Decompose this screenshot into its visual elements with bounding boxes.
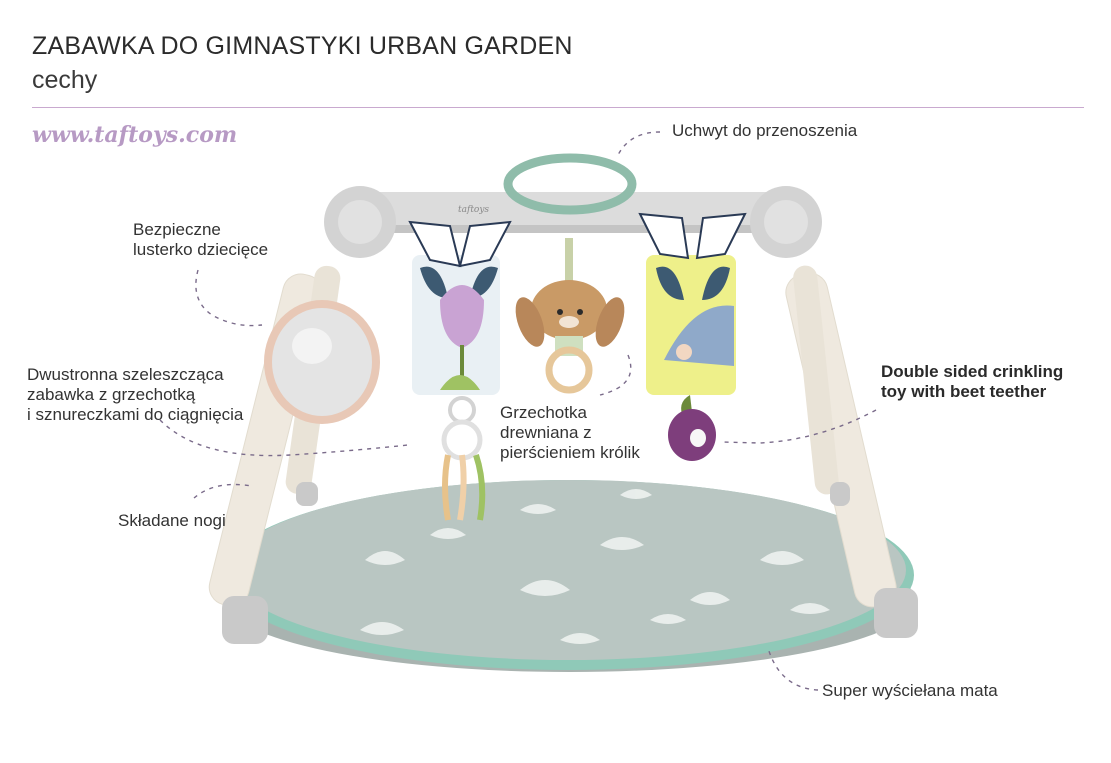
page-title: ZABAWKA DO GIMNASTYKI URBAN GARDEN <box>32 32 573 60</box>
callout-rattle-line3: pierścieniem królik <box>500 443 640 462</box>
beet-callout-line <box>721 409 877 444</box>
callout-beet-line1: Double sided crinkling <box>881 362 1064 381</box>
baby-mirror <box>264 300 380 424</box>
legs-callout-line <box>193 483 253 499</box>
callout-lines <box>159 131 877 691</box>
crinkle-callout-line <box>159 419 409 457</box>
mirror-callout-line <box>195 269 263 327</box>
callout-rattle: Grzechotka drewniana z pierścieniem król… <box>500 403 640 463</box>
callout-legs: Składane nogi <box>118 511 226 530</box>
crinkle-toy-beet <box>638 212 747 461</box>
callout-crinkle-toy: Dwustronna szeleszcząca zabawka z grzech… <box>27 365 243 425</box>
play-mat <box>222 480 915 672</box>
handle-callout-line <box>617 131 661 156</box>
crinkle-toy-tulip <box>408 220 512 521</box>
callout-mat: Super wyściełana mata <box>822 681 998 700</box>
callout-mirror-line2: lusterko dziecięce <box>133 240 269 259</box>
header-divider <box>32 107 1084 108</box>
website-url: www.taftoys.com <box>32 122 238 148</box>
callout-mirror-line1: Bezpieczne <box>133 220 221 239</box>
callout-handle: Uchwyt do przenoszenia <box>672 121 858 140</box>
right-legs <box>785 265 918 638</box>
rattle-callout-line <box>599 354 632 396</box>
callout-rattle-line2: drewniana z <box>500 423 592 442</box>
callout-crinkle-line1: Dwustronna szeleszcząca <box>27 365 224 384</box>
callout-crinkle-line3: i sznureczkami do ciągnięcia <box>27 405 244 424</box>
carry-handle <box>503 153 637 215</box>
callout-beet-line2: toy with beet teether <box>881 382 1047 401</box>
page-subtitle: cechy <box>32 66 98 94</box>
callout-crinkle-line2: zabawka z grzechotką <box>27 385 196 404</box>
bunny-rattle <box>515 238 625 394</box>
callout-beet-toy: Double sided crinkling toy with beet tee… <box>881 362 1063 402</box>
brand-mark: taftoys <box>458 205 489 215</box>
callout-mirror: Bezpieczne lusterko dziecięce <box>133 220 268 260</box>
callout-rattle-line1: Grzechotka <box>500 403 587 422</box>
